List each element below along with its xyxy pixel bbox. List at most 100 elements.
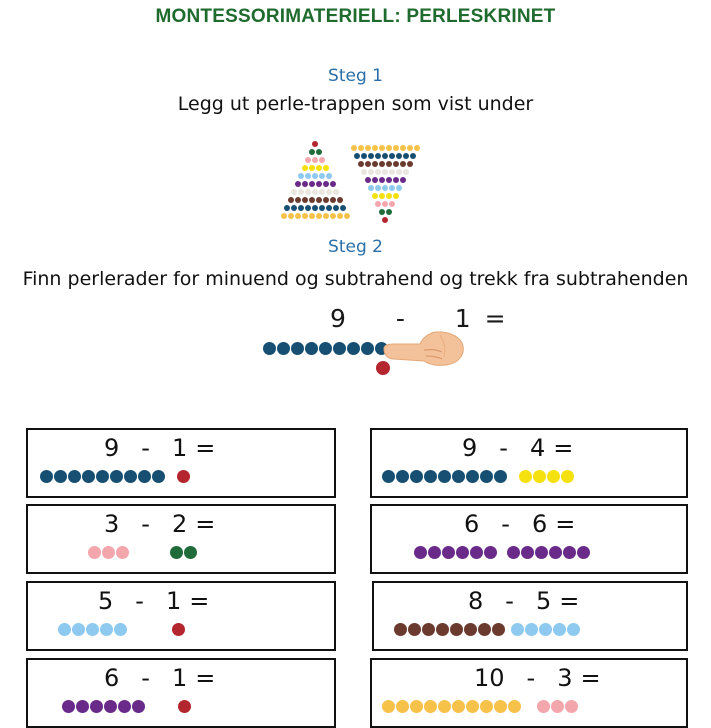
exercise-box: 6-1= xyxy=(26,658,336,728)
stair-row-7 xyxy=(280,188,350,196)
bead-8 xyxy=(378,161,385,167)
bead-5 xyxy=(375,185,381,191)
bead-6 xyxy=(104,700,117,713)
example-minus: - xyxy=(395,304,405,333)
exercise-minus: - xyxy=(501,510,510,538)
exercise-minus: - xyxy=(141,510,150,538)
bead-9 xyxy=(68,470,81,483)
bead-10 xyxy=(343,213,350,219)
bead-5 xyxy=(525,623,538,636)
bead-10 xyxy=(371,145,378,151)
exercise-equation: 3-2= xyxy=(104,510,237,538)
bead-6 xyxy=(364,177,371,183)
bead-9 xyxy=(96,470,109,483)
bead-10 xyxy=(406,145,413,151)
stair-row-4 xyxy=(350,192,420,200)
bead-6 xyxy=(90,700,103,713)
bead-9 xyxy=(305,342,318,355)
bead-9 xyxy=(333,342,346,355)
exercise-equals: = xyxy=(195,664,216,692)
bead-8 xyxy=(364,161,371,167)
bead-9 xyxy=(480,470,493,483)
pointing-hand-icon xyxy=(380,323,466,373)
bead-9 xyxy=(466,470,479,483)
bead-9 xyxy=(319,205,325,211)
bead-7 xyxy=(298,189,304,195)
stair-row-9 xyxy=(350,152,420,160)
bead-7 xyxy=(382,169,388,175)
exercise-equals: = xyxy=(559,587,580,615)
step2-heading: Steg 2 xyxy=(328,237,383,257)
bead-7 xyxy=(368,169,374,175)
exercise-minuend: 6 xyxy=(464,510,480,538)
bead-8 xyxy=(336,197,343,203)
bead-2 xyxy=(308,149,315,155)
bead-9 xyxy=(424,470,437,483)
bead-9 xyxy=(291,205,297,211)
stair-row-5 xyxy=(350,184,420,192)
exercise-equation: 10-3= xyxy=(474,664,623,692)
bead-3 xyxy=(565,700,578,713)
bead-8 xyxy=(422,623,435,636)
bead-9 xyxy=(333,205,339,211)
stair-row-9 xyxy=(280,204,350,212)
exercise-equation: 9-4= xyxy=(462,434,595,462)
bead-2 xyxy=(385,209,392,215)
bead-4 xyxy=(322,165,329,171)
exercise-equals: = xyxy=(553,434,574,462)
bead-1 xyxy=(178,700,191,713)
bead-10 xyxy=(308,213,315,219)
exercise-minus: - xyxy=(141,664,150,692)
stair-row-7 xyxy=(350,168,420,176)
stair-row-10 xyxy=(280,212,350,220)
bead-8 xyxy=(385,161,392,167)
stair-row-8 xyxy=(280,196,350,204)
bead-3 xyxy=(88,546,101,559)
bead-10 xyxy=(364,145,371,151)
exercise-equals: = xyxy=(555,510,576,538)
exercise-subtrahend: 1 xyxy=(171,434,188,462)
subtrahend-bead-bar xyxy=(177,470,191,483)
bead-10 xyxy=(280,213,287,219)
bead-10 xyxy=(294,213,301,219)
stair-row-1 xyxy=(350,216,420,224)
bead-5 xyxy=(72,623,85,636)
minuend-bead-bar xyxy=(62,700,146,713)
exercise-equals: = xyxy=(195,434,216,462)
exercise-minuend: 8 xyxy=(468,587,484,615)
bead-9 xyxy=(326,205,332,211)
bead-9 xyxy=(54,470,67,483)
bead-9 xyxy=(452,470,465,483)
bead-9 xyxy=(110,470,123,483)
bead-6 xyxy=(371,177,378,183)
bead-10 xyxy=(438,700,451,713)
bead-7 xyxy=(319,189,325,195)
bead-5 xyxy=(305,173,311,179)
bead-9 xyxy=(382,153,388,159)
exercise-equals: = xyxy=(189,587,210,615)
exercise-box: 8-5= xyxy=(372,581,688,651)
bead-8 xyxy=(315,197,322,203)
bead-10 xyxy=(399,145,406,151)
bead-4 xyxy=(533,470,546,483)
minuend-bead-bar xyxy=(88,546,130,559)
exercise-minus: - xyxy=(505,587,514,615)
bead-6 xyxy=(563,546,576,559)
exercise-subtrahend: 6 xyxy=(531,510,548,538)
bead-7 xyxy=(333,189,339,195)
bead-5 xyxy=(389,185,395,191)
bead-8 xyxy=(492,623,505,636)
bead-8 xyxy=(464,623,477,636)
bead-9 xyxy=(396,153,402,159)
bead-6 xyxy=(315,181,322,187)
exercise-equation: 9-1= xyxy=(104,434,237,462)
exercise-minus: - xyxy=(135,587,144,615)
bead-7 xyxy=(403,169,409,175)
bead-stair-ascending-image xyxy=(280,140,350,220)
bead-7 xyxy=(396,169,402,175)
bead-6 xyxy=(399,177,406,183)
bead-10 xyxy=(424,700,437,713)
subtrahend-bead-bar xyxy=(178,700,192,713)
bead-3 xyxy=(305,157,311,163)
bead-7 xyxy=(326,189,332,195)
